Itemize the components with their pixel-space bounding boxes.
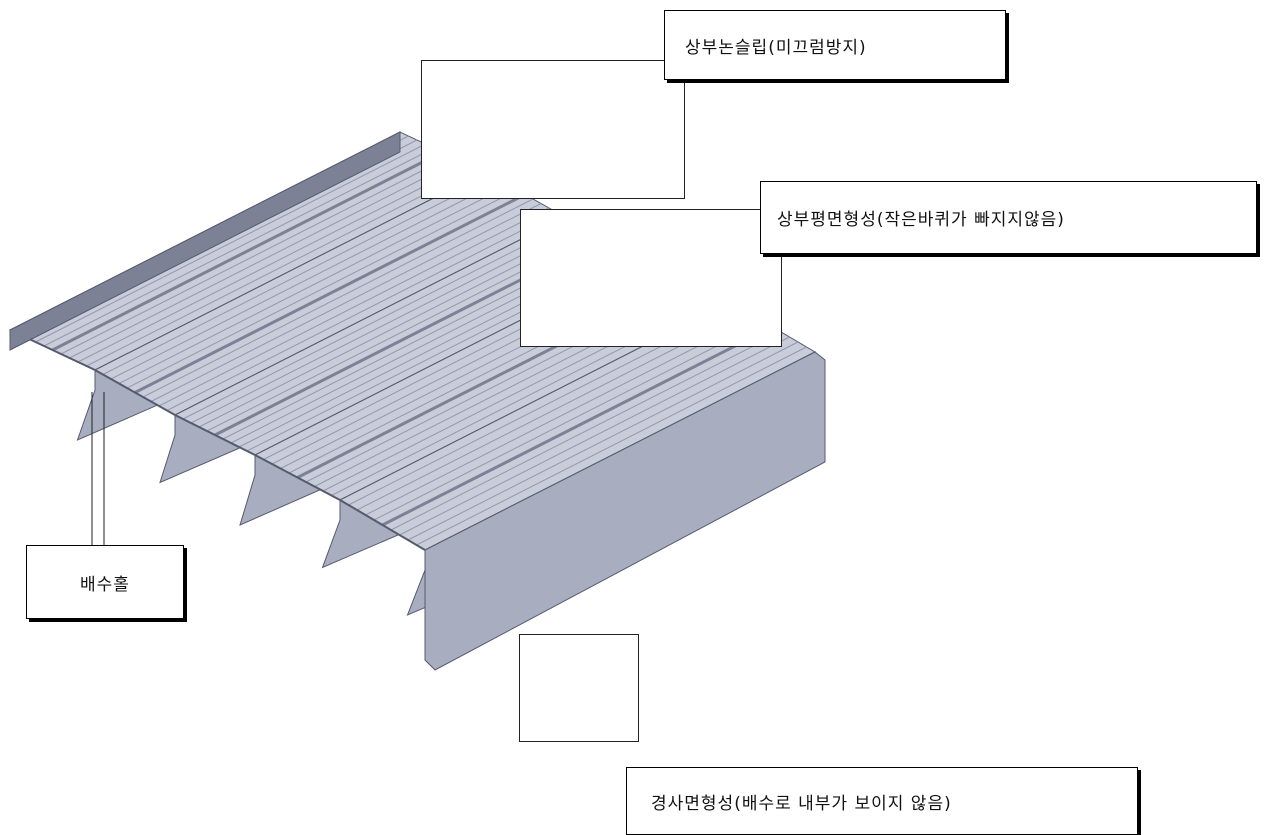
non-slip-groove [158, 207, 550, 407]
callout-box-slope [519, 634, 639, 742]
non-slip-groove [118, 185, 510, 384]
end-plate-right [424, 351, 826, 671]
non-slip-groove [381, 325, 774, 527]
non-slip-groove [35, 143, 426, 343]
non-slip-groove [110, 180, 502, 380]
non-slip-groove [142, 198, 534, 398]
non-slip-groove [373, 321, 765, 521]
non-slip-groove [190, 224, 582, 424]
non-slip-groove [166, 212, 558, 411]
drain-grating-model [8, 131, 826, 671]
callout-box-non-slip [421, 60, 685, 199]
non-slip-groove [43, 147, 435, 347]
end-plate-left [9, 131, 401, 351]
non-slip-groove [399, 336, 790, 536]
non-slip-groove [407, 341, 799, 541]
label-top-non-slip-text: 상부논슬립(미끄럼방지) [685, 37, 867, 58]
label-drain-hole: 배수홀 [26, 545, 184, 619]
non-slip-groove [51, 150, 444, 352]
non-slip-groove [60, 155, 452, 355]
non-slip-groove [126, 189, 518, 389]
label-top-non-slip: 상부논슬립(미끄럼방지) [664, 10, 1006, 80]
non-slip-groove [150, 203, 542, 402]
non-slip-groove [102, 176, 494, 375]
callout-box-flat-top [520, 209, 782, 347]
non-slip-groove [365, 316, 756, 516]
non-slip-groove [134, 193, 526, 394]
label-slope-text: 경사면형성(배수로 내부가 보이지 않음) [651, 793, 952, 814]
label-top-flat-text: 상부평면형성(작은바퀴가 빠지지않음) [777, 210, 1065, 230]
front-edge [9, 329, 426, 551]
label-drain-hole-text: 배수홀 [80, 574, 130, 595]
label-slope: 경사면형성(배수로 내부가 보이지 않음) [626, 767, 1138, 835]
non-slip-groove [416, 346, 807, 546]
non-slip-groove [86, 167, 477, 367]
label-top-flat: 상부평면형성(작은바퀴가 빠지지않음) [760, 181, 1257, 254]
non-slip-groove [390, 331, 782, 531]
non-slip-groove [69, 159, 460, 359]
non-slip-groove [77, 163, 469, 363]
non-slip-groove [182, 220, 574, 420]
